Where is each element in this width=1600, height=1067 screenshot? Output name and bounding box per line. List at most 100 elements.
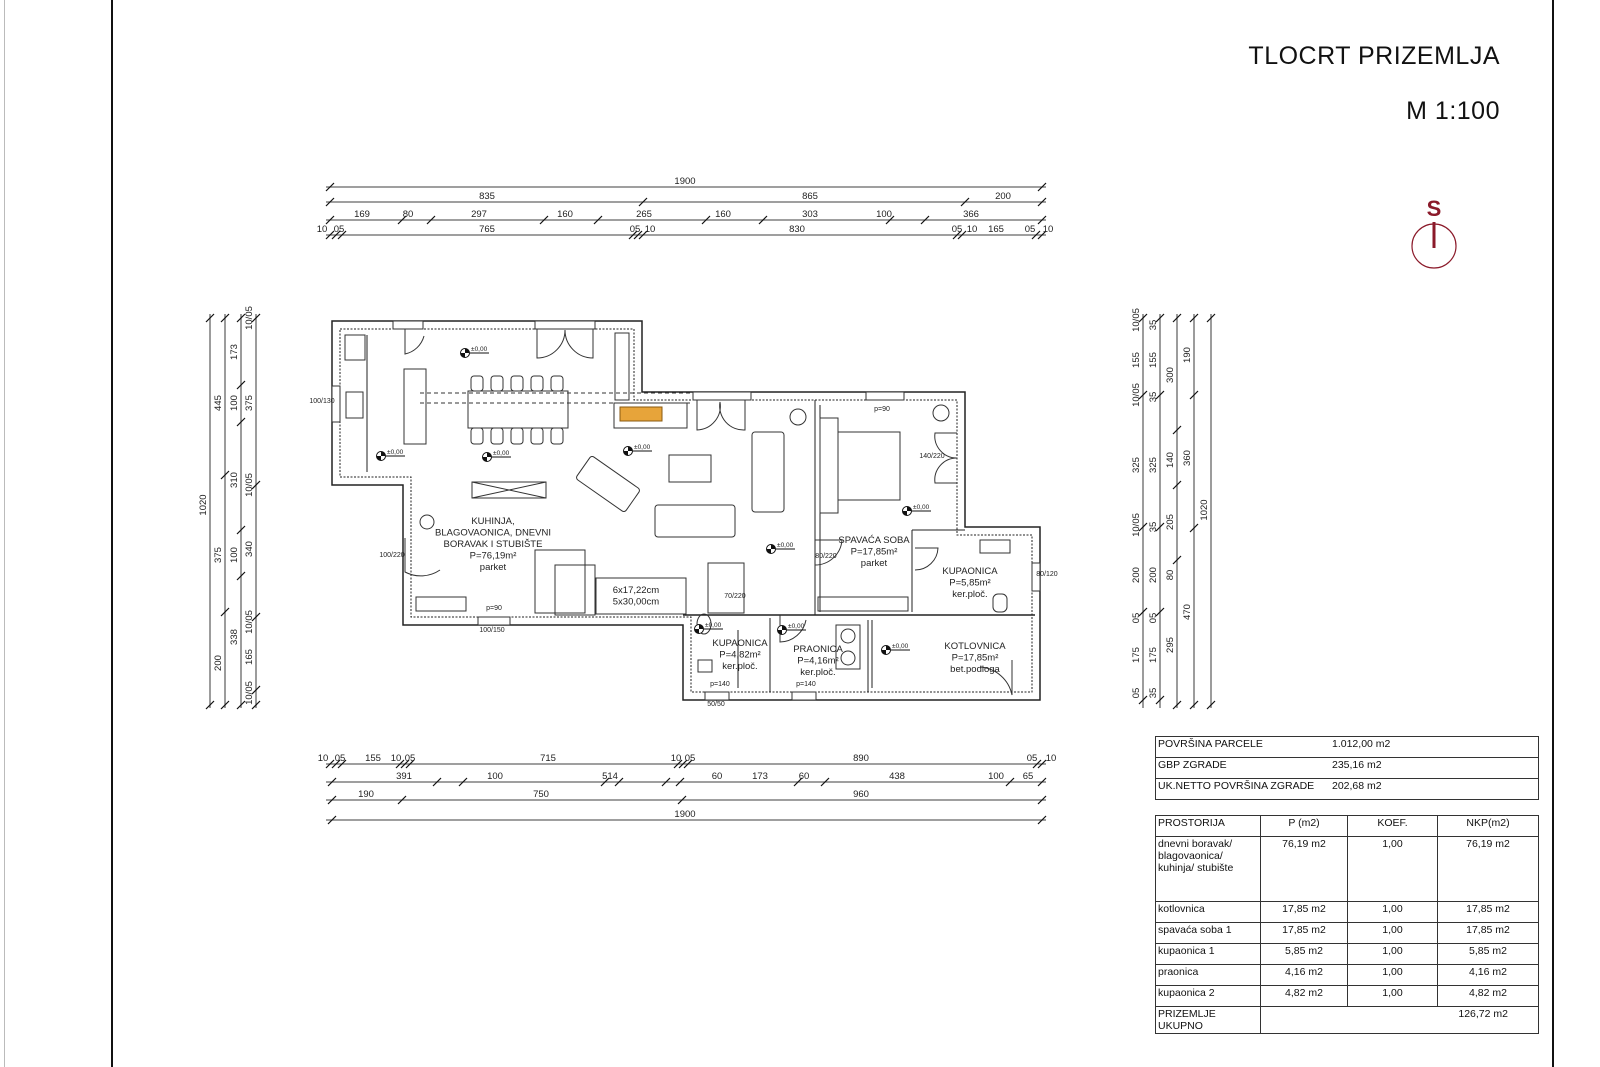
- dimension-tick: [1138, 522, 1148, 532]
- dimension-label: 05: [685, 753, 696, 764]
- dimension-label: 05: [1131, 613, 1142, 624]
- dimension-tick: [1005, 777, 1015, 787]
- level-label: ±0,00: [777, 542, 794, 549]
- dimension-label: 173: [229, 344, 240, 360]
- dimension-label: 295: [1165, 637, 1176, 653]
- dimension-label: 310: [229, 472, 240, 488]
- room-label-living: KUHINJA,: [471, 516, 514, 527]
- dimension-tick: [1037, 759, 1047, 769]
- dimension-tick: [673, 759, 683, 769]
- dimension-label: 1900: [674, 809, 695, 820]
- level-fill: [777, 625, 787, 635]
- dimension-tick: [251, 480, 261, 490]
- level-marker-icon: ±0,00: [482, 450, 511, 462]
- dimension-label: 865: [802, 191, 818, 202]
- dimension-label: 1020: [1199, 499, 1210, 520]
- dimension-label: 360: [1182, 450, 1193, 466]
- column-header: NKP(m2): [1437, 815, 1539, 837]
- dimension-tick: [397, 795, 407, 805]
- room-label-boiler: KOTLOVNICA: [944, 641, 1006, 652]
- dimension-label: 160: [715, 209, 731, 220]
- dimension-label: 10/05: [244, 610, 255, 634]
- table-cell: kupaonica 1: [1155, 943, 1261, 965]
- dimension-tick: [337, 230, 347, 240]
- room-label-bedroom: parket: [861, 558, 888, 569]
- level-marker-icon: ±0,00: [777, 623, 806, 635]
- dimension-label: 10: [318, 753, 329, 764]
- room-label-living: P=76,19m²: [470, 551, 517, 562]
- dimension-tick: [1032, 759, 1042, 769]
- dimension-label: 190: [1182, 347, 1193, 363]
- table-cell: 1,00: [1347, 901, 1438, 923]
- room-label-laundry: PRAONICA: [793, 644, 843, 655]
- dimension-tick: [1037, 182, 1047, 192]
- dimension-label: 169: [354, 209, 370, 220]
- dimension-tick: [426, 215, 436, 225]
- dimension-tick: [1155, 522, 1165, 532]
- dimension-tick: [395, 759, 405, 769]
- dimension-tick: [400, 759, 410, 769]
- dimension-label: 830: [789, 224, 805, 235]
- dimension-label: 750: [533, 789, 549, 800]
- dimension-tick: [952, 230, 962, 240]
- dimension-tick: [220, 607, 230, 617]
- annotation-label: 100/220: [379, 552, 404, 559]
- dimension-label: 05: [335, 753, 346, 764]
- dimension-label: 391: [396, 771, 412, 782]
- dimension-tick: [236, 417, 246, 427]
- annotation-label: 80/120: [1036, 571, 1058, 578]
- dimension-tick: [327, 815, 337, 825]
- level-label: ±0,00: [493, 450, 510, 457]
- dimension-tick: [1206, 700, 1216, 710]
- room-label-boiler: P=17,85m²: [952, 653, 999, 664]
- dimension-label: 100: [229, 547, 240, 563]
- dimension-label: 60: [799, 771, 810, 782]
- dimension-label: 10: [671, 753, 682, 764]
- dimension-tick: [397, 215, 407, 225]
- level-fill: [623, 446, 633, 456]
- dimension-label: 297: [471, 209, 487, 220]
- dimension-label: 80: [1165, 570, 1176, 581]
- dimension-label: 10/05: [1131, 383, 1142, 407]
- dimension-label: 175: [1131, 647, 1142, 663]
- dimension-tick: [633, 230, 643, 240]
- table-cell: 76,19 m2: [1260, 836, 1348, 902]
- level-fill: [694, 624, 704, 634]
- room-label-stairs: 6x17,22cm: [613, 585, 660, 596]
- level-label: ±0,00: [634, 444, 651, 451]
- dimension-tick: [600, 777, 610, 787]
- dimension-tick: [960, 197, 970, 207]
- furniture: [344, 332, 1011, 673]
- dimension-tick: [677, 795, 687, 805]
- dimension-tick: [325, 182, 335, 192]
- dimension-tick: [638, 197, 648, 207]
- dimension-label: 10: [967, 224, 978, 235]
- dimension-tick: [220, 313, 230, 323]
- dimension-label: 60: [712, 771, 723, 782]
- drawing-title: TLOCRT PRIZEMLJA: [1248, 42, 1500, 70]
- dimension-tick: [1172, 480, 1182, 490]
- dimension-label: 173: [752, 771, 768, 782]
- table-cell: dnevni boravak/ blagovaonica/ kuhinja/ s…: [1155, 836, 1261, 902]
- dimension-label: 175: [1148, 647, 1159, 663]
- dimension-tick: [1155, 695, 1165, 705]
- annotation-label: 50/50: [707, 701, 725, 708]
- room-label-living: parket: [480, 562, 507, 573]
- dimension-label: 303: [802, 209, 818, 220]
- north-label: S: [1427, 196, 1442, 221]
- level-label: ±0,00: [387, 449, 404, 456]
- dimension-label: 100: [229, 395, 240, 411]
- dimension-tick: [628, 230, 638, 240]
- dimension-tick: [1037, 815, 1047, 825]
- dimension-label: 375: [213, 547, 224, 563]
- dimension-tick: [236, 380, 246, 390]
- table-cell: 1,00: [1347, 964, 1438, 986]
- dimension-label: 340: [244, 541, 255, 557]
